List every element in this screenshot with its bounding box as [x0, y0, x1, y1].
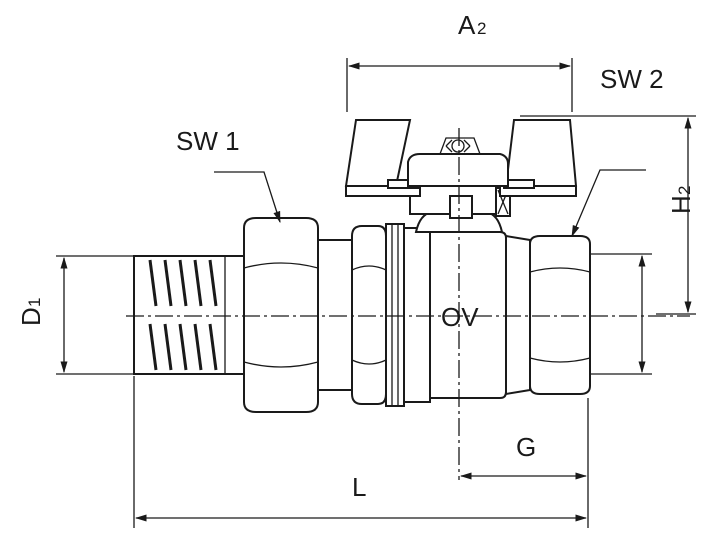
label-ov: OV — [441, 302, 479, 332]
dimension-a2 — [346, 58, 573, 112]
label-h2-main: H — [666, 195, 696, 214]
body-hex-left — [351, 225, 387, 405]
male-threaded-end — [133, 255, 245, 375]
label-d1-main: D — [16, 307, 46, 326]
label-a2-main: A — [458, 10, 476, 40]
label-sw2: SW 2 — [600, 64, 664, 94]
dimension-g — [459, 398, 589, 528]
valve-body — [429, 231, 531, 399]
label-d1: D 1 — [16, 298, 46, 326]
label-sw1: SW 1 — [176, 126, 240, 156]
butterfly-handle — [344, 119, 578, 197]
dimension-d1 — [56, 255, 134, 375]
label-h2-sub: 2 — [675, 186, 694, 195]
hex-nut-sw1 — [243, 217, 319, 413]
leader-sw2 — [571, 169, 646, 238]
dimension-l — [133, 376, 588, 528]
dimension-h2 — [520, 115, 696, 315]
right-pipe-end — [590, 253, 652, 375]
label-a2-sub: 2 — [477, 19, 486, 38]
left-coupling — [317, 239, 353, 391]
thread-lines — [148, 259, 218, 371]
valve-stem — [409, 185, 511, 233]
hex-nut-right — [529, 235, 591, 395]
body-ring — [385, 223, 431, 407]
leader-sw1 — [214, 171, 281, 224]
label-h2: H 2 — [666, 186, 696, 214]
label-l: L — [352, 472, 366, 502]
label-a2: A 2 — [458, 10, 486, 40]
label-g: G — [516, 432, 536, 462]
label-d1-sub: 1 — [25, 298, 44, 307]
